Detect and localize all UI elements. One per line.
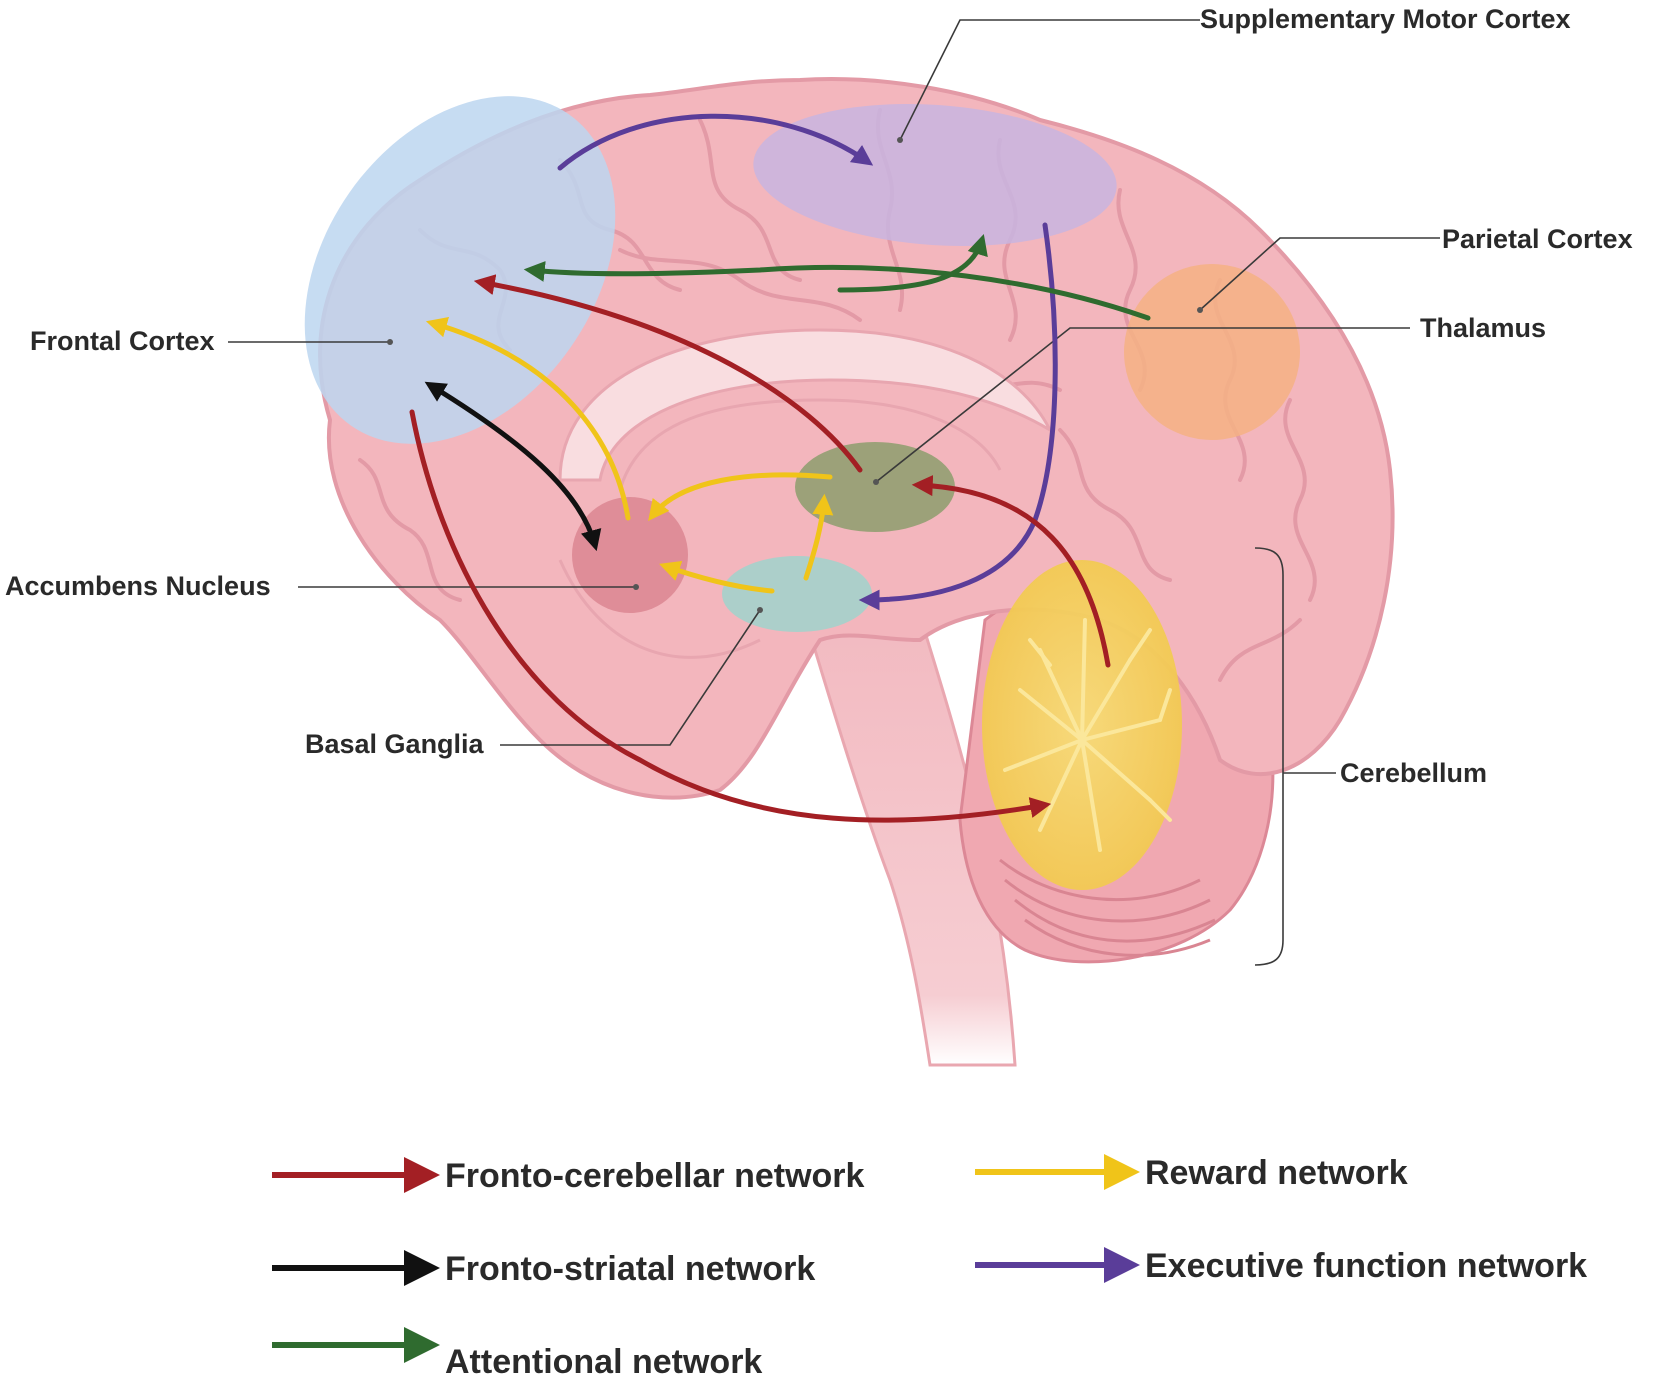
arrow-attentional-to-smc (837, 233, 988, 293)
leader-thalamus (875, 327, 1410, 483)
region-labels: Supplementary Motor Cortex Parietal Cort… (5, 4, 1633, 788)
brainstem (797, 598, 1017, 1067)
arrow-reward-basal-to-thalamus (803, 493, 834, 581)
legend-item-executive: Executive function network (975, 1247, 1587, 1285)
corpus-callosum (558, 328, 1054, 482)
arrow-fronto-striatal (424, 381, 602, 552)
arrow-reward-basal-to-accumbens (659, 560, 775, 594)
lower-arch (558, 559, 761, 659)
network-arrows (409, 113, 1151, 823)
label-frontal-cortex: Frontal Cortex (30, 326, 215, 356)
parietal-cortex-region (1124, 264, 1300, 440)
label-parietal-cortex: Parietal Cortex (1442, 224, 1633, 254)
frontal-cortex-region (304, 96, 616, 444)
label-accumbens-nucleus: Accumbens Nucleus (5, 571, 271, 601)
legend-label-fronto-striatal: Fronto-striatal network (445, 1250, 815, 1288)
arrow-executive-smc-to-basal (858, 222, 1058, 611)
arrow-executive-frontal-to-smc (557, 113, 874, 171)
inner-arch (618, 398, 1002, 491)
thalamus-region (795, 442, 955, 532)
legend-label-fronto-cerebellar: Fronto-cerebellar network (445, 1157, 865, 1195)
label-thalamus: Thalamus (1420, 313, 1546, 343)
leader-smc (899, 19, 1200, 141)
legend-label-attentional: Attentional network (445, 1343, 762, 1381)
arrow-reward-accumbens-to-frontal (425, 317, 631, 521)
arrow-fronto-cerebellar-cerebellum-to-thalamus (911, 475, 1111, 668)
leader-lines (228, 19, 1440, 966)
label-basal-ganglia: Basal Ganglia (305, 729, 485, 759)
basal-ganglia-region (722, 556, 872, 632)
legend-item-fronto-cerebellar: Fronto-cerebellar network (272, 1157, 865, 1195)
legend: Fronto-cerebellar network Fronto-striata… (272, 1154, 1587, 1381)
label-supplementary-motor-cortex: Supplementary Motor Cortex (1200, 4, 1571, 34)
arrow-attentional-parietal-to-frontal (523, 261, 1151, 321)
legend-label-reward: Reward network (1145, 1154, 1408, 1192)
supplementary-motor-cortex-region (753, 104, 1117, 246)
leader-parietal (1199, 237, 1440, 311)
cerebellum-folia (999, 858, 1216, 957)
legend-item-attentional: Attentional network (272, 1327, 762, 1381)
legend-item-reward: Reward network (975, 1154, 1408, 1192)
arrow-reward-thalamus-to-accumbens (648, 472, 833, 521)
label-cerebellum: Cerebellum (1340, 758, 1487, 788)
legend-item-fronto-striatal: Fronto-striatal network (272, 1250, 815, 1288)
leader-basal-ganglia (500, 609, 761, 746)
cerebellum-bracket (1254, 547, 1284, 966)
legend-label-executive: Executive function network (1145, 1247, 1587, 1285)
arrow-fronto-cerebellar-thalamus-to-frontal (473, 274, 863, 473)
accumbens-nucleus-region (572, 497, 688, 613)
